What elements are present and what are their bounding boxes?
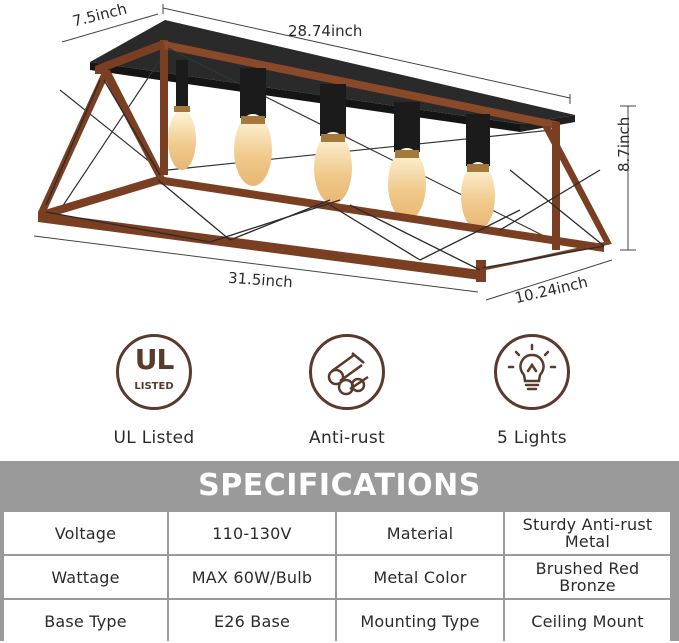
spec-key: Wattage — [4, 556, 167, 598]
dimension-top-width: 28.74inch — [288, 22, 363, 40]
spec-key: Voltage — [4, 512, 167, 554]
spec-value: 110-130V — [169, 512, 335, 554]
spec-value: Brushed Red Bronze — [505, 556, 670, 598]
feature-ul-listed: UL LISTED UL Listed — [84, 334, 224, 448]
feature-5-lights: 5 Lights — [462, 334, 602, 448]
feature-label: 5 Lights — [497, 428, 567, 448]
feature-label: Anti-rust — [309, 428, 385, 448]
product-diagram: 7.5inch 28.74inch 8.7inch 31.5inch 10.24… — [0, 0, 679, 310]
ul-badge-sub: LISTED — [134, 381, 174, 392]
spec-value: E26 Base — [169, 600, 335, 642]
spec-key: Material — [337, 512, 503, 554]
ceiling-light-illustration — [33, 4, 636, 301]
spec-value: Sturdy Anti-rust Metal — [505, 512, 670, 554]
ul-listed-icon: UL LISTED — [116, 334, 192, 410]
specifications-title: SPECIFICATIONS — [0, 461, 679, 510]
feature-label: UL Listed — [113, 428, 195, 448]
spec-key: Metal Color — [337, 556, 503, 598]
table-row: Base Type E26 Base Mounting Type Ceiling… — [4, 600, 675, 642]
specifications-table: SPECIFICATIONS Voltage 110-130V Material… — [0, 461, 679, 643]
specifications-body: Voltage 110-130V Material Sturdy Anti-ru… — [0, 510, 679, 642]
spec-value: MAX 60W/Bulb — [169, 556, 335, 598]
feature-row: UL LISTED UL Listed Anti-rust — [0, 334, 679, 454]
ul-badge-main: UL — [134, 343, 175, 376]
spec-key: Mounting Type — [337, 600, 503, 642]
spec-value: Ceiling Mount — [505, 600, 670, 642]
spec-key: Base Type — [4, 600, 167, 642]
metal-pipes-icon — [309, 334, 385, 410]
light-bulb-icon — [494, 334, 570, 410]
table-row: Voltage 110-130V Material Sturdy Anti-ru… — [4, 512, 675, 554]
dimension-height: 8.7inch — [615, 116, 633, 172]
feature-anti-rust: Anti-rust — [277, 334, 417, 448]
table-row: Wattage MAX 60W/Bulb Metal Color Brushed… — [4, 556, 675, 598]
